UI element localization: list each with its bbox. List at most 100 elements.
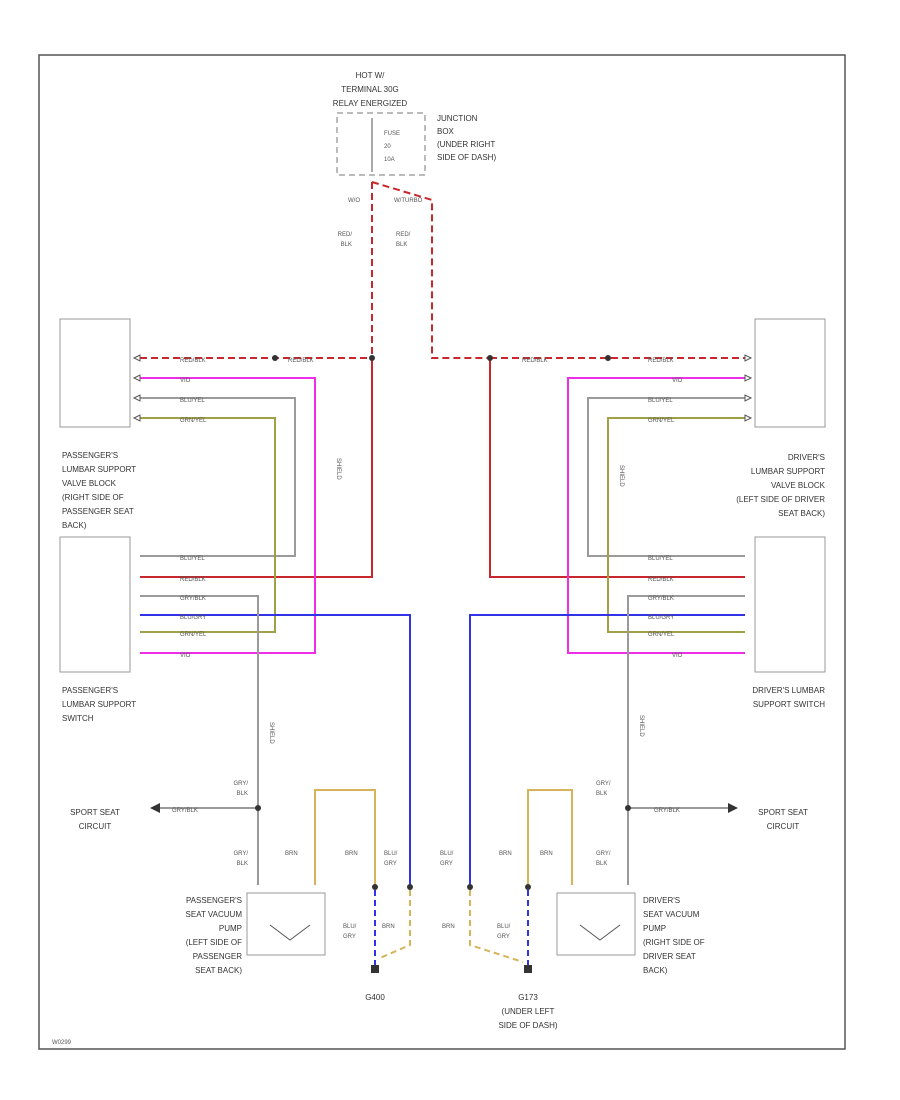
splice-sport-left — [255, 805, 261, 811]
splice-right-conn — [605, 355, 611, 361]
label-blugry-right-1a: BLU/ — [440, 851, 454, 857]
pin-right-3 — [744, 394, 753, 402]
driver-valve-label: DRIVER'S LUMBAR SUPPORT VALVE BLOCK (LEF… — [736, 453, 825, 518]
passenger-pump-line3: PUMP — [219, 924, 242, 933]
passenger-pump-line4: (LEFT SIDE OF — [186, 938, 242, 947]
sport-seat-right-line1: SPORT SEAT — [758, 808, 808, 817]
driver-pump-box — [556, 892, 636, 956]
power-source: HOT W/ TERMINAL 30G RELAY ENERGIZED FUSE… — [333, 71, 497, 204]
driver-switch-box — [754, 536, 826, 673]
sport-seat-left-line2: CIRCUIT — [79, 822, 112, 831]
passenger-switch-line3: SWITCH — [62, 714, 94, 723]
fuse-label: FUSE — [384, 131, 400, 137]
label-blugry-left-1a: BLU/ — [384, 851, 398, 857]
label-blugry-left-2a: BLU/ — [343, 924, 357, 930]
driver-valve-line2: LUMBAR SUPPORT — [751, 467, 825, 476]
label-redblk-right-a: RED/BLK — [522, 358, 548, 364]
passenger-switch-line2: LUMBAR SUPPORT — [62, 700, 136, 709]
passenger-pump-line5: PASSENGER — [193, 952, 242, 961]
label-brn-left-3: BRN — [382, 924, 395, 930]
wire-feed-right — [371, 181, 490, 359]
wire-redblk-right-switch — [489, 358, 745, 578]
label-grnyel-right: GRN/YEL — [648, 418, 675, 424]
feed-label-left-2: BLK — [341, 242, 352, 248]
diagram-code: W0299 — [52, 1040, 72, 1046]
sport-seat-right-line2: CIRCUIT — [767, 822, 800, 831]
label-brn-right-3: BRN — [442, 924, 455, 930]
hot-label-1: HOT W/ — [356, 71, 386, 80]
passenger-switch-line1: PASSENGER'S — [62, 686, 118, 695]
sport-seat-left-label: SPORT SEAT CIRCUIT — [70, 808, 120, 831]
splice-pump-right-a — [467, 884, 473, 890]
label-vio-right: VIO — [672, 378, 683, 384]
passenger-pump-box — [246, 892, 326, 956]
splice-left-top — [369, 355, 375, 361]
driver-pump-line3: PUMP — [643, 924, 666, 933]
label-bluyel-left: BLU/YEL — [180, 398, 205, 404]
ground-g173-symbol — [524, 965, 532, 973]
ground-g400-label: G400 — [365, 993, 385, 1002]
label-blugry-right-2a: BLU/ — [497, 924, 511, 930]
wire-brn-right-loop — [527, 789, 573, 885]
sport-seat-right-arrow-icon — [728, 803, 738, 813]
ground-left-label: G400 — [365, 993, 385, 1002]
pin-left-2 — [132, 374, 141, 382]
label-gryblk-sport-right: GRY/BLK — [654, 808, 680, 814]
passenger-valve-line2: LUMBAR SUPPORT — [62, 465, 136, 474]
wire-gryblk-left — [140, 595, 259, 885]
label-gryblk-right-2a: GRY/ — [596, 851, 611, 857]
sport-seat-left-arrow-icon — [150, 803, 160, 813]
passenger-valve-line6: BACK) — [62, 521, 87, 530]
label-gryblk-left-1a: GRY/ — [233, 781, 248, 787]
junction-label-1: JUNCTION — [437, 114, 478, 123]
label-brn-left-1: BRN — [285, 851, 298, 857]
wire-blugry-left — [140, 614, 411, 885]
pin-left-4 — [132, 414, 141, 422]
label-gryblk-left-sw: GRY/BLK — [180, 596, 206, 602]
driver-switch-line2: SUPPORT SWITCH — [753, 700, 825, 709]
driver-pump — [556, 892, 636, 956]
label-brn-right-1: BRN — [499, 851, 512, 857]
passenger-valve-line1: PASSENGER'S — [62, 451, 118, 460]
label-gryblk-left-1b: BLK — [237, 791, 248, 797]
label-bluyel-right: BLU/YEL — [648, 398, 673, 404]
pin-left-3 — [132, 394, 141, 402]
splice-right-top — [487, 355, 493, 361]
label-blugry-left-2b: GRY — [343, 934, 356, 940]
junction-label-3: (UNDER RIGHT — [437, 140, 495, 149]
fuse-rating: 10A — [384, 157, 395, 163]
label-vio-left-sw: VIO — [180, 653, 191, 659]
ground-g173-line3: SIDE OF DASH) — [498, 1021, 557, 1030]
label-blugry-left-1b: GRY — [384, 861, 397, 867]
feed-label-left-1: RED/ — [338, 232, 353, 238]
label-gryblk-right-sw: GRY/BLK — [648, 596, 674, 602]
pin-right-4 — [744, 414, 753, 422]
label-blugry-left-sw: BLU/GRY — [180, 615, 206, 621]
wire-vio-left — [140, 377, 316, 654]
splice-pump-left-b — [407, 884, 413, 890]
wire-gryblk-right — [627, 595, 745, 885]
label-blugry-right-2b: GRY — [497, 934, 510, 940]
wire-grnyel-right — [607, 417, 745, 633]
diagram-border — [38, 54, 846, 1050]
passenger-valve-line3: VALVE BLOCK — [62, 479, 117, 488]
power-feed-wires — [140, 181, 745, 360]
label-vio-right-sw: VIO — [672, 653, 683, 659]
junction-label-2: BOX — [437, 127, 455, 136]
label-bluyel-left-sw: BLU/YEL — [180, 556, 205, 562]
label-brn-right-2: BRN — [540, 851, 553, 857]
ground-right-label: G173 (UNDER LEFT SIDE OF DASH) — [498, 993, 557, 1030]
wire-ground-left-brn — [379, 890, 411, 959]
hot-label-2: TERMINAL 30G — [341, 85, 399, 94]
label-gryblk-left-2a: GRY/ — [233, 851, 248, 857]
label-grnyel-left-sw: GRN/YEL — [180, 632, 207, 638]
passenger-switch-label: PASSENGER'S LUMBAR SUPPORT SWITCH — [62, 686, 136, 723]
label-shield-right: SHIELD — [618, 465, 624, 487]
passenger-pump-line2: SEAT VACUUM — [186, 910, 243, 919]
label-grnyel-right-sw: GRN/YEL — [648, 632, 675, 638]
ground-g173-line1: G173 — [518, 993, 538, 1002]
wire-grnyel-left — [140, 417, 276, 633]
pin-left-1 — [132, 354, 141, 362]
label-redblk-right-sw: RED/BLK — [648, 577, 674, 583]
splice-left-conn — [272, 355, 278, 361]
